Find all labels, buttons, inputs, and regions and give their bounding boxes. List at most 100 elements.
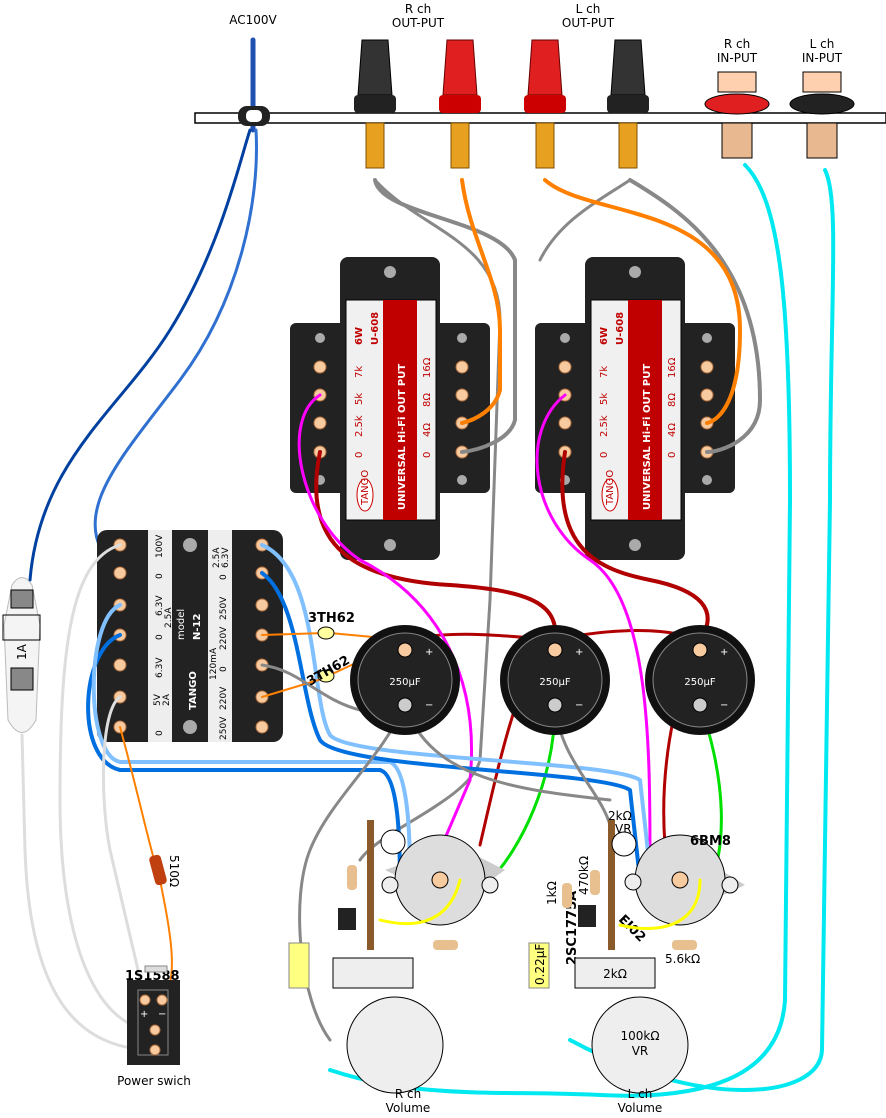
thermistor-1: 3TH62 <box>308 611 355 640</box>
pt-right-label: 250V <box>219 716 229 740</box>
primary-5k: 5k <box>599 393 610 405</box>
tango-logo-text: TANGO <box>360 470 371 506</box>
resistor-5k6-l <box>672 940 697 950</box>
transformer-band-text: UNIVERSAL Hi-Fi OUT PUT <box>397 364 408 510</box>
diode-1s1588 <box>144 965 168 973</box>
capacitor-value: 250μF <box>539 677 570 688</box>
output-transformer-l: UNIVERSAL Hi-Fi OUT PUT 6W U-608 7k 5k 2… <box>535 257 735 560</box>
secondary-4: 4Ω <box>422 423 433 437</box>
r-in-label-2: IN-PUT <box>717 51 758 65</box>
capacitor-plus: + <box>720 647 728 658</box>
rca-jack-l[interactable] <box>789 71 855 159</box>
capacitor-1: 250μF + − <box>350 625 460 735</box>
capacitor-r <box>288 942 310 989</box>
primary-2-5k: 2.5k <box>599 415 610 437</box>
transistor-label: 2SC1775A <box>565 891 580 965</box>
power-switch-assembly: 510Ω 1S1588 + − Power swich <box>117 854 191 1088</box>
binding-post-l-black[interactable] <box>607 39 649 169</box>
output-transformer-r: UNIVERSAL Hi-Fi OUT PUT 6W U-608 7k 5k 2… <box>290 257 490 560</box>
r-channel-stage: R ch Volume <box>288 820 505 1115</box>
chassis-rear-panel <box>194 112 886 124</box>
r-in-label: R ch <box>724 37 750 51</box>
volume-pot-l[interactable] <box>591 996 689 1094</box>
trimmer-r[interactable] <box>380 829 406 855</box>
l-out-label-2: OUT-PUT <box>562 16 615 30</box>
pt-left-label: 0 <box>155 730 165 736</box>
binding-post-r-red[interactable] <box>439 39 481 169</box>
resistor-470k-label: 470kΩ <box>577 856 591 895</box>
transformer-model: U-608 <box>370 312 381 345</box>
secondary-8: 8Ω <box>667 393 678 407</box>
ac-label: AC100V <box>229 13 277 27</box>
primary-2-5k: 2.5k <box>354 415 365 437</box>
power-switch-label: Power swich <box>117 1074 191 1088</box>
capacitor-3: 250μF + − <box>645 625 755 735</box>
capacitor-minus: − <box>425 700 433 711</box>
tango-logo <box>601 478 619 512</box>
binding-post-l-red[interactable] <box>524 39 566 169</box>
pt-left-label: 0 <box>155 634 165 640</box>
pt-model-word: model <box>176 609 187 640</box>
pt-right-label: 2.5A <box>212 547 222 568</box>
resistor-5k6-r <box>433 940 458 950</box>
primary-7k: 7k <box>599 366 610 378</box>
pt-left-label: 6.3V <box>155 657 165 678</box>
resistor-510-label: 510Ω <box>167 855 181 887</box>
secondary-4: 4Ω <box>667 423 678 437</box>
pt-left-label: 2.5A <box>164 607 174 628</box>
terminal-strip-l <box>608 820 615 950</box>
thermistor-label: 3TH62 <box>308 611 355 626</box>
secondary-0: 0 <box>422 452 433 458</box>
pot-value: 100kΩ <box>620 1029 659 1043</box>
transformer-power: 6W <box>599 327 610 345</box>
pt-right-label: 0 <box>219 666 229 672</box>
r-out-label: R ch <box>405 2 431 16</box>
resistor-510 <box>149 854 167 886</box>
l-volume-label-2: Volume <box>618 1101 663 1115</box>
pt-right-label: 250V <box>219 596 229 620</box>
pt-brand: TANGO <box>188 671 199 710</box>
secondary-16: 16Ω <box>667 357 678 378</box>
transistor-r <box>338 908 356 930</box>
capacitor-plus: + <box>425 647 433 658</box>
pt-left-label: 2A <box>162 693 172 706</box>
pot-vr-label: VR <box>632 1044 649 1058</box>
pt-right-label: 220V <box>219 626 229 650</box>
switch-minus: − <box>158 1009 166 1020</box>
primary-0: 0 <box>354 452 365 458</box>
terminal-strip-r <box>367 820 374 950</box>
thermistor-label: 3TH62 <box>305 653 353 689</box>
pt-right-label: 120mA <box>209 647 219 680</box>
resistor-1k-l <box>562 883 572 908</box>
r-out-label-2: OUT-PUT <box>392 16 445 30</box>
capacitor-label: 0.22μF <box>533 944 547 985</box>
resistor-470k-l <box>590 870 600 895</box>
trimmer-l[interactable] <box>611 831 637 857</box>
rca-jack-r[interactable] <box>704 71 770 159</box>
capacitor-plus: + <box>575 647 583 658</box>
volume-pot-r[interactable] <box>346 996 444 1094</box>
primary-7k: 7k <box>354 366 365 378</box>
secondary-8: 8Ω <box>422 393 433 407</box>
output-terminals: R ch OUT-PUT L ch OUT-PUT <box>354 2 649 169</box>
pt-right-label: 220V <box>219 686 229 710</box>
capacitor-l <box>528 942 550 989</box>
tango-logo <box>356 478 374 512</box>
resistor-1k-label: 1kΩ <box>545 881 559 905</box>
resistor-2k-r <box>332 957 414 989</box>
pt-left-label: 5V <box>153 693 163 706</box>
resistor-2k-label: 2kΩ <box>603 967 627 981</box>
capacitor-value: 250μF <box>389 677 420 688</box>
pt-left-label: 6.3V <box>155 595 165 616</box>
pt-right-label: 6.3V <box>221 547 231 568</box>
input-jacks: R ch IN-PUT L ch IN-PUT <box>704 37 855 159</box>
binding-post-r-black[interactable] <box>354 39 396 169</box>
fuse-holder[interactable]: 1A <box>2 577 41 733</box>
resistor-1k-r <box>347 865 357 890</box>
power-switch[interactable]: + − <box>127 980 180 1065</box>
secondary-16: 16Ω <box>422 357 433 378</box>
l-out-label: L ch <box>576 2 601 16</box>
capacitor-minus: − <box>720 700 728 711</box>
l-in-label-2: IN-PUT <box>802 51 843 65</box>
